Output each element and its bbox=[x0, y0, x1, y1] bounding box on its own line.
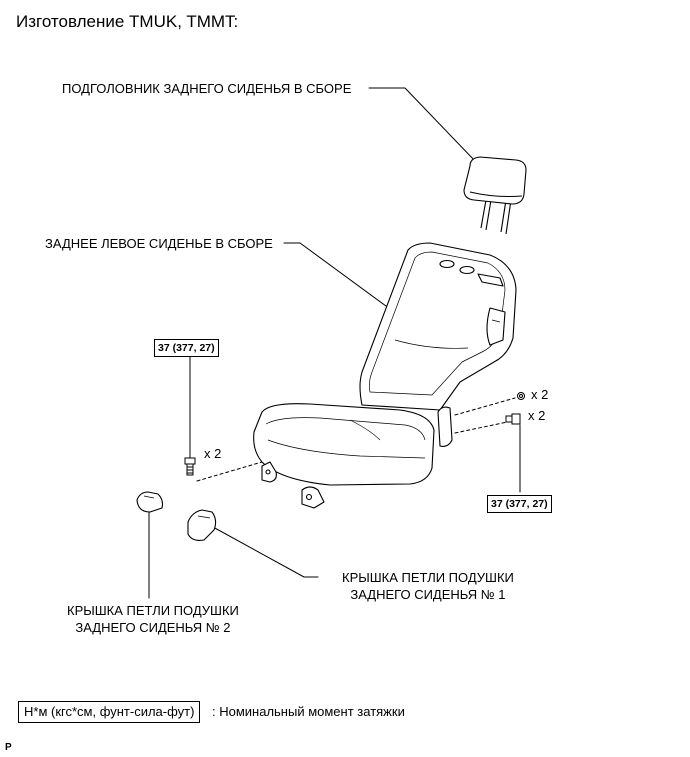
label-hinge-cover-1: КРЫШКА ПЕТЛИ ПОДУШКИ ЗАДНЕГО СИДЕНЬЯ № 1 bbox=[342, 569, 514, 603]
label-hinge-cover-2-line2: ЗАДНЕГО СИДЕНЬЯ № 2 bbox=[75, 620, 231, 635]
qty-right-2: x 2 bbox=[528, 408, 546, 423]
legend-unit-box: Н*м (кгс*см, фунт-сила-фут) bbox=[18, 701, 201, 723]
torque-spec-left: 37 (377, 27) bbox=[154, 339, 219, 357]
dashed-line-right-1 bbox=[454, 397, 516, 416]
bolt-left bbox=[184, 457, 196, 476]
bolt-right-2 bbox=[505, 413, 521, 425]
label-seat-assembly: ЗАДНЕЕ ЛЕВОЕ СИДЕНЬЕ В СБОРЕ bbox=[45, 236, 273, 251]
label-hinge-cover-1-line1: КРЫШКА ПЕТЛИ ПОДУШКИ bbox=[342, 570, 514, 585]
bolt-right-1 bbox=[517, 392, 525, 400]
hinge-cover-2-illustration bbox=[136, 491, 164, 513]
dashed-line-right-2 bbox=[454, 420, 513, 434]
headrest-illustration bbox=[463, 156, 527, 235]
qty-left: x 2 bbox=[204, 446, 222, 461]
qty-right-1: x 2 bbox=[531, 387, 549, 402]
dashed-line-left bbox=[196, 461, 263, 482]
leader-cover-1 bbox=[212, 526, 319, 578]
leader-headrest bbox=[368, 87, 477, 163]
leader-seat bbox=[283, 242, 387, 307]
label-hinge-cover-1-line2: ЗАДНЕГО СИДЕНЬЯ № 1 bbox=[350, 587, 506, 602]
hinge-cover-1-illustration bbox=[187, 509, 217, 541]
seat-cushion-illustration bbox=[253, 403, 435, 486]
seat-hinge-illustration bbox=[261, 461, 325, 509]
torque-spec-right: 37 (377, 27) bbox=[487, 495, 552, 513]
page-title: Изготовление TMUK, TMMT: bbox=[16, 12, 239, 31]
label-hinge-cover-2: КРЫШКА ПЕТЛИ ПОДУШКИ ЗАДНЕГО СИДЕНЬЯ № 2 bbox=[67, 602, 239, 636]
legend-description: : Номинальный момент затяжки bbox=[212, 704, 405, 719]
seat-back-illustration bbox=[359, 242, 517, 447]
label-hinge-cover-2-line1: КРЫШКА ПЕТЛИ ПОДУШКИ bbox=[67, 603, 239, 618]
label-headrest: ПОДГОЛОВНИК ЗАДНЕГО СИДЕНЬЯ В СБОРЕ bbox=[62, 81, 352, 96]
page-code: P bbox=[5, 742, 12, 753]
